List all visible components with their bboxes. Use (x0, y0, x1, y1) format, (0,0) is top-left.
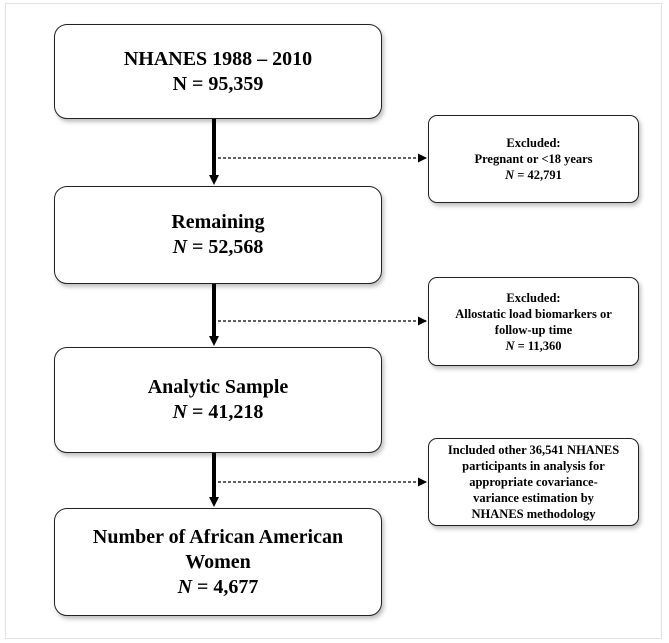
side-box-3-line5: NHANES methodology (471, 507, 596, 521)
box-nhanes-total: NHANES 1988 – 2010 N = 95,359 (54, 24, 382, 119)
box-remaining-title: Remaining (171, 211, 265, 233)
box-nhanes-n: N = 95,359 (172, 72, 264, 95)
box-analytic-n: N = 41,218 (172, 401, 264, 423)
side-box-2-heading: Excluded: (506, 290, 561, 305)
figure-frame (5, 3, 662, 639)
box-remaining: Remaining N = 52,568 (54, 186, 382, 284)
side-box-1-n: N = 42,791 (505, 168, 562, 182)
side-box-3-line3: appropriate covariance- (469, 475, 598, 489)
box-african-american-women: Number of African American Women N = 4,6… (54, 508, 382, 616)
side-box-1-heading: Excluded: (506, 136, 561, 150)
side-box-excluded-biomarkers: Excluded: Allostatic load biomarkers or … (428, 277, 639, 366)
side-box-2-line1: Allostatic load biomarkers or (455, 306, 612, 321)
box-aaw-title-line1: Number of African American (92, 525, 344, 548)
side-box-3-line1: Included other 36,541 NHANES (447, 443, 620, 457)
side-box-1-line1: Pregnant or <18 years (474, 152, 593, 166)
box-aaw-n: N = 4,677 (177, 575, 259, 598)
box-analytic-sample: Analytic Sample N = 41,218 (54, 347, 382, 453)
box-analytic-title: Analytic Sample (147, 376, 289, 398)
side-box-2-n: N = 11,360 (505, 338, 562, 353)
box-nhanes-title: NHANES 1988 – 2010 (123, 47, 313, 70)
box-aaw-title-line2: Women (185, 550, 251, 573)
box-remaining-n: N = 52,568 (172, 236, 264, 258)
side-box-3-line4: variance estimation by (473, 491, 594, 505)
side-box-excluded-pregnant: Excluded: Pregnant or <18 years N = 42,7… (428, 115, 639, 203)
side-box-2-line2: follow-up time (494, 322, 573, 337)
side-box-3-line2: participants in analysis for (462, 459, 605, 473)
side-box-included-others: Included other 36,541 NHANES participant… (428, 438, 639, 526)
